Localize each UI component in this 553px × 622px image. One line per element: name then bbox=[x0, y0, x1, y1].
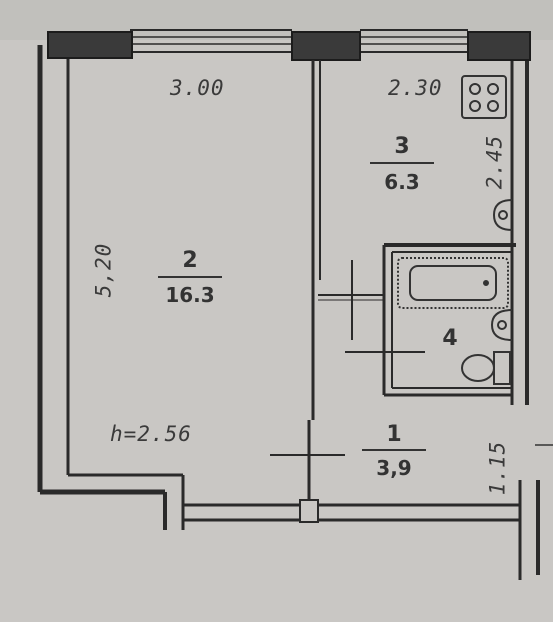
room-1-area: 3,9 bbox=[376, 456, 412, 480]
partition-walls bbox=[270, 60, 425, 523]
room-1-number: 1 bbox=[386, 422, 402, 447]
dim-kitchen-depth: 2.45 bbox=[482, 134, 507, 190]
ceiling-height: h=2.56 bbox=[110, 422, 192, 446]
room-3-number: 3 bbox=[394, 134, 410, 159]
room-3-area: 6.3 bbox=[384, 170, 420, 194]
washbasin-icon bbox=[490, 309, 513, 341]
outer-walls bbox=[37, 29, 540, 580]
dim-hall-depth: 1.15 bbox=[485, 440, 510, 496]
dim-room2-width: 3.00 bbox=[170, 76, 225, 100]
room-4-number: 4 bbox=[442, 326, 458, 351]
room-2-area: 16.3 bbox=[165, 283, 215, 307]
wall-piers bbox=[47, 31, 531, 61]
kitchen-sink-icon bbox=[492, 199, 513, 231]
dim-room2-length: 5,20 bbox=[91, 242, 116, 298]
room-2-number: 2 bbox=[182, 248, 198, 273]
stove-icon bbox=[461, 75, 507, 119]
bathroom-walls bbox=[382, 243, 516, 397]
toilet-icon bbox=[461, 351, 511, 385]
dim-kitchen-width: 2.30 bbox=[388, 76, 443, 100]
bathtub-icon bbox=[397, 257, 509, 309]
